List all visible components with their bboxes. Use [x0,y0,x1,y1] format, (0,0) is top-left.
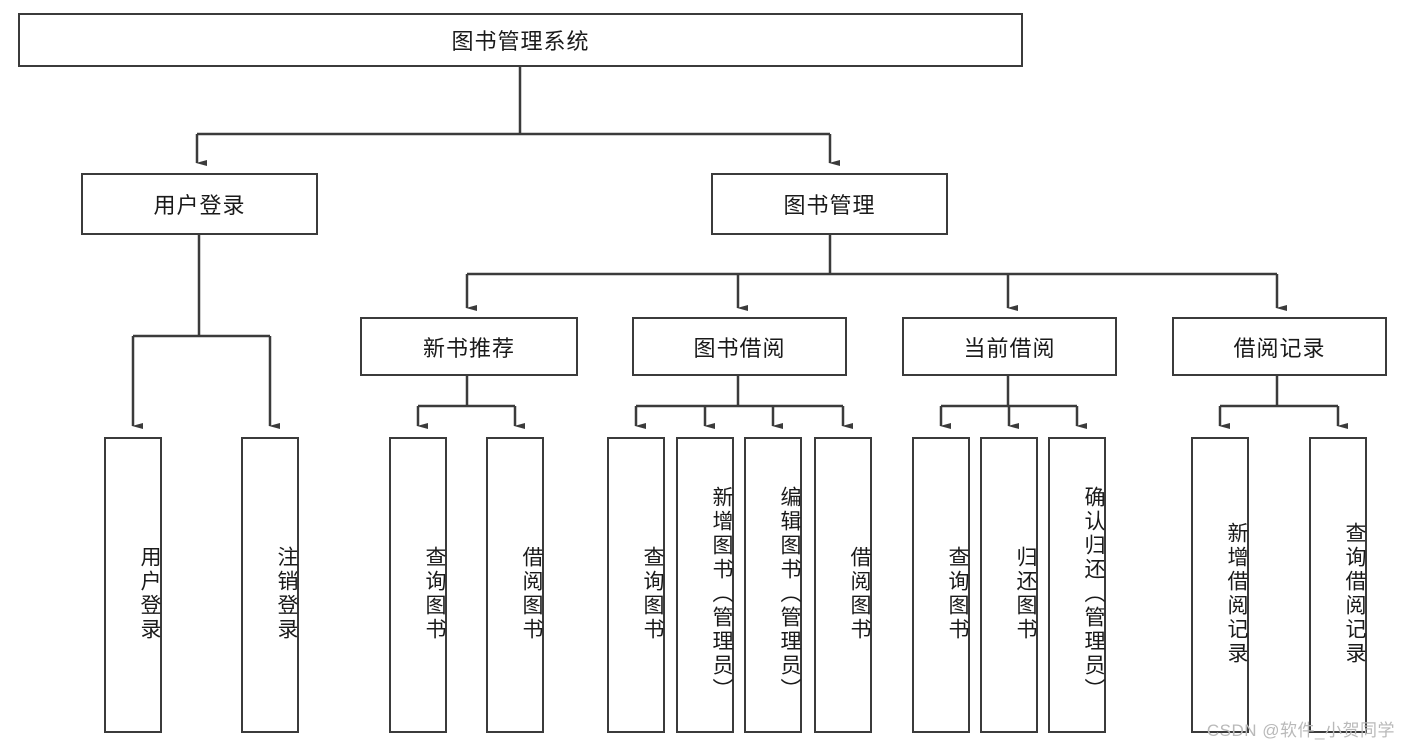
node-label: 确认归还（管理员） [1082,486,1105,702]
node-label: 新书推荐 [422,335,515,361]
node-user-login[interactable]: 用户登录 [81,173,318,235]
leaf-borrow-record-add[interactable]: 新增借阅记录 [1191,437,1249,733]
node-label: 用户登录 [138,546,161,642]
node-label: 新增借阅记录 [1225,522,1248,666]
watermark: CSDN @软件_小贺同学 [1206,721,1395,740]
node-label: 查询图书 [423,546,446,642]
node-book-borrow[interactable]: 图书借阅 [632,317,847,376]
node-label: 注销登录 [275,546,298,642]
node-book-management[interactable]: 图书管理 [711,173,948,235]
leaf-book-borrow-add[interactable]: 新增图书（管理员） [676,437,734,733]
node-label: 图书管理系统 [451,29,590,54]
node-root-book-management-system[interactable]: 图书管理系统 [18,13,1023,67]
node-label: 图书管理 [783,193,876,218]
leaf-book-borrow-query[interactable]: 查询图书 [607,437,665,733]
leaf-new-book-borrow[interactable]: 借阅图书 [486,437,544,733]
leaf-book-borrow-borrow[interactable]: 借阅图书 [814,437,872,733]
node-label: 借阅图书 [520,546,543,642]
node-label: 编辑图书（管理员） [778,486,801,702]
leaf-book-borrow-edit[interactable]: 编辑图书（管理员） [744,437,802,733]
node-label: 查询借阅记录 [1343,522,1366,666]
node-label: 借阅图书 [848,546,871,642]
leaf-user-login-logout[interactable]: 注销登录 [241,437,299,733]
node-label: 图书借阅 [693,335,786,361]
node-label: 查询图书 [641,546,664,642]
leaf-current-borrow-query[interactable]: 查询图书 [912,437,970,733]
node-label: 当前借阅 [963,335,1056,361]
node-current-borrow[interactable]: 当前借阅 [902,317,1117,376]
node-label: 查询图书 [946,546,969,642]
leaf-borrow-record-query[interactable]: 查询借阅记录 [1309,437,1367,733]
node-label: 新增图书（管理员） [710,486,733,702]
node-new-book-recommend[interactable]: 新书推荐 [360,317,578,376]
leaf-current-borrow-confirm-return[interactable]: 确认归还（管理员） [1048,437,1106,733]
leaf-new-book-query[interactable]: 查询图书 [389,437,447,733]
leaf-current-borrow-return[interactable]: 归还图书 [980,437,1038,733]
node-label: 借阅记录 [1233,335,1326,361]
node-label: 用户登录 [153,193,246,218]
leaf-user-login-login[interactable]: 用户登录 [104,437,162,733]
node-label: 归还图书 [1014,546,1037,642]
node-borrow-record[interactable]: 借阅记录 [1172,317,1387,376]
